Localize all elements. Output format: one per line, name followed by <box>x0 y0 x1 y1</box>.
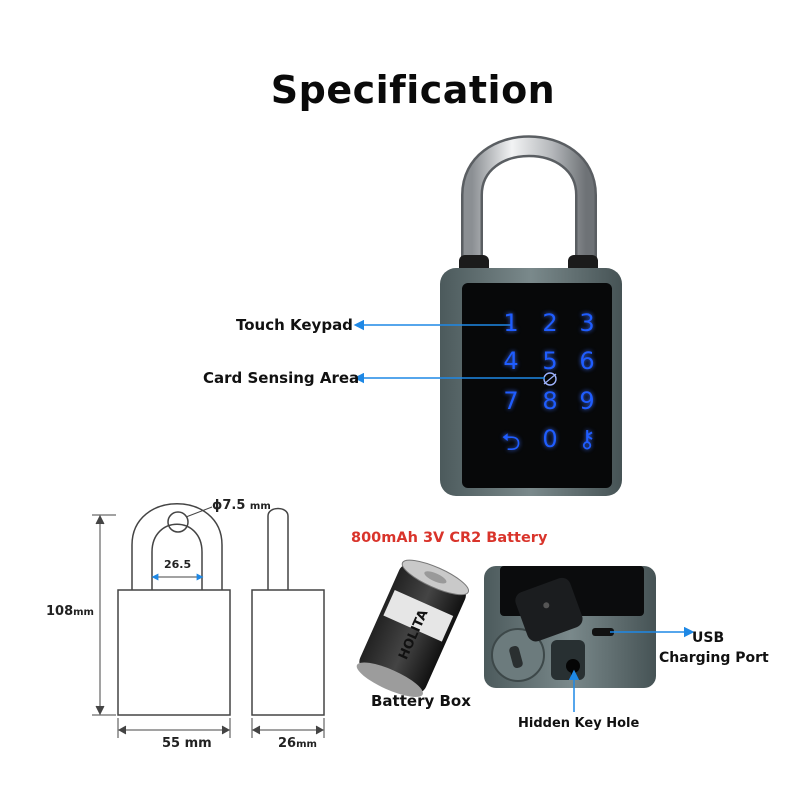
battery-spec-label: 800mAh 3V CR2 Battery <box>351 530 548 546</box>
width-value: 55 <box>162 736 181 751</box>
charging-port-label: Charging Port <box>659 650 769 666</box>
key-2: 2 <box>542 309 558 337</box>
width-unit: mm <box>184 736 212 751</box>
battery-illustration <box>356 559 470 697</box>
shackle-hole-value: ϕ7.5 <box>212 498 246 513</box>
key-4: 4 <box>503 347 519 375</box>
shackle-inner-dim: 26.5 <box>164 558 192 571</box>
key-7: 7 <box>503 387 519 415</box>
key-9: 9 <box>579 387 595 415</box>
key-back-icon: ⮌ <box>501 428 521 456</box>
touch-keypad-label: Touch Keypad <box>236 316 353 334</box>
height-dim: 108mm <box>46 604 94 619</box>
depth-dim: 26mm <box>278 736 317 751</box>
card-sensing-label: Card Sensing Area <box>203 369 360 387</box>
key-6: 6 <box>579 347 595 375</box>
shackle <box>459 135 598 281</box>
key-1: 1 <box>503 309 519 337</box>
depth-value: 26 <box>278 736 297 751</box>
keypad-panel <box>462 283 612 488</box>
width-dim: 55 mm <box>162 736 212 751</box>
hole-leader-line <box>185 506 213 518</box>
front-view-drawing <box>117 503 231 716</box>
key-unlock-icon: ⚷ <box>578 425 596 453</box>
opened-lock-illustration <box>484 566 656 688</box>
page-title: Specification <box>270 68 556 112</box>
depth-unit: mm <box>296 739 317 750</box>
key-5: 5 <box>542 347 558 375</box>
height-dimension <box>92 514 116 716</box>
depth-dimension <box>251 718 325 738</box>
key-3: 3 <box>579 309 595 337</box>
key-8: 8 <box>542 387 558 415</box>
key-0: 0 <box>542 425 558 453</box>
card-sensing-icon <box>543 372 557 386</box>
battery-box-label: Battery Box <box>371 692 471 710</box>
side-view-drawing <box>251 507 325 716</box>
shackle-hole-unit: mm <box>249 501 271 512</box>
height-value: 108 <box>46 604 74 619</box>
height-unit: mm <box>73 607 94 618</box>
shackle-hole-dim: ϕ7.5 mm <box>212 498 271 513</box>
usb-label: USB <box>692 630 725 646</box>
width-dimension <box>117 718 231 738</box>
hidden-key-hole-label: Hidden Key Hole <box>518 716 640 731</box>
